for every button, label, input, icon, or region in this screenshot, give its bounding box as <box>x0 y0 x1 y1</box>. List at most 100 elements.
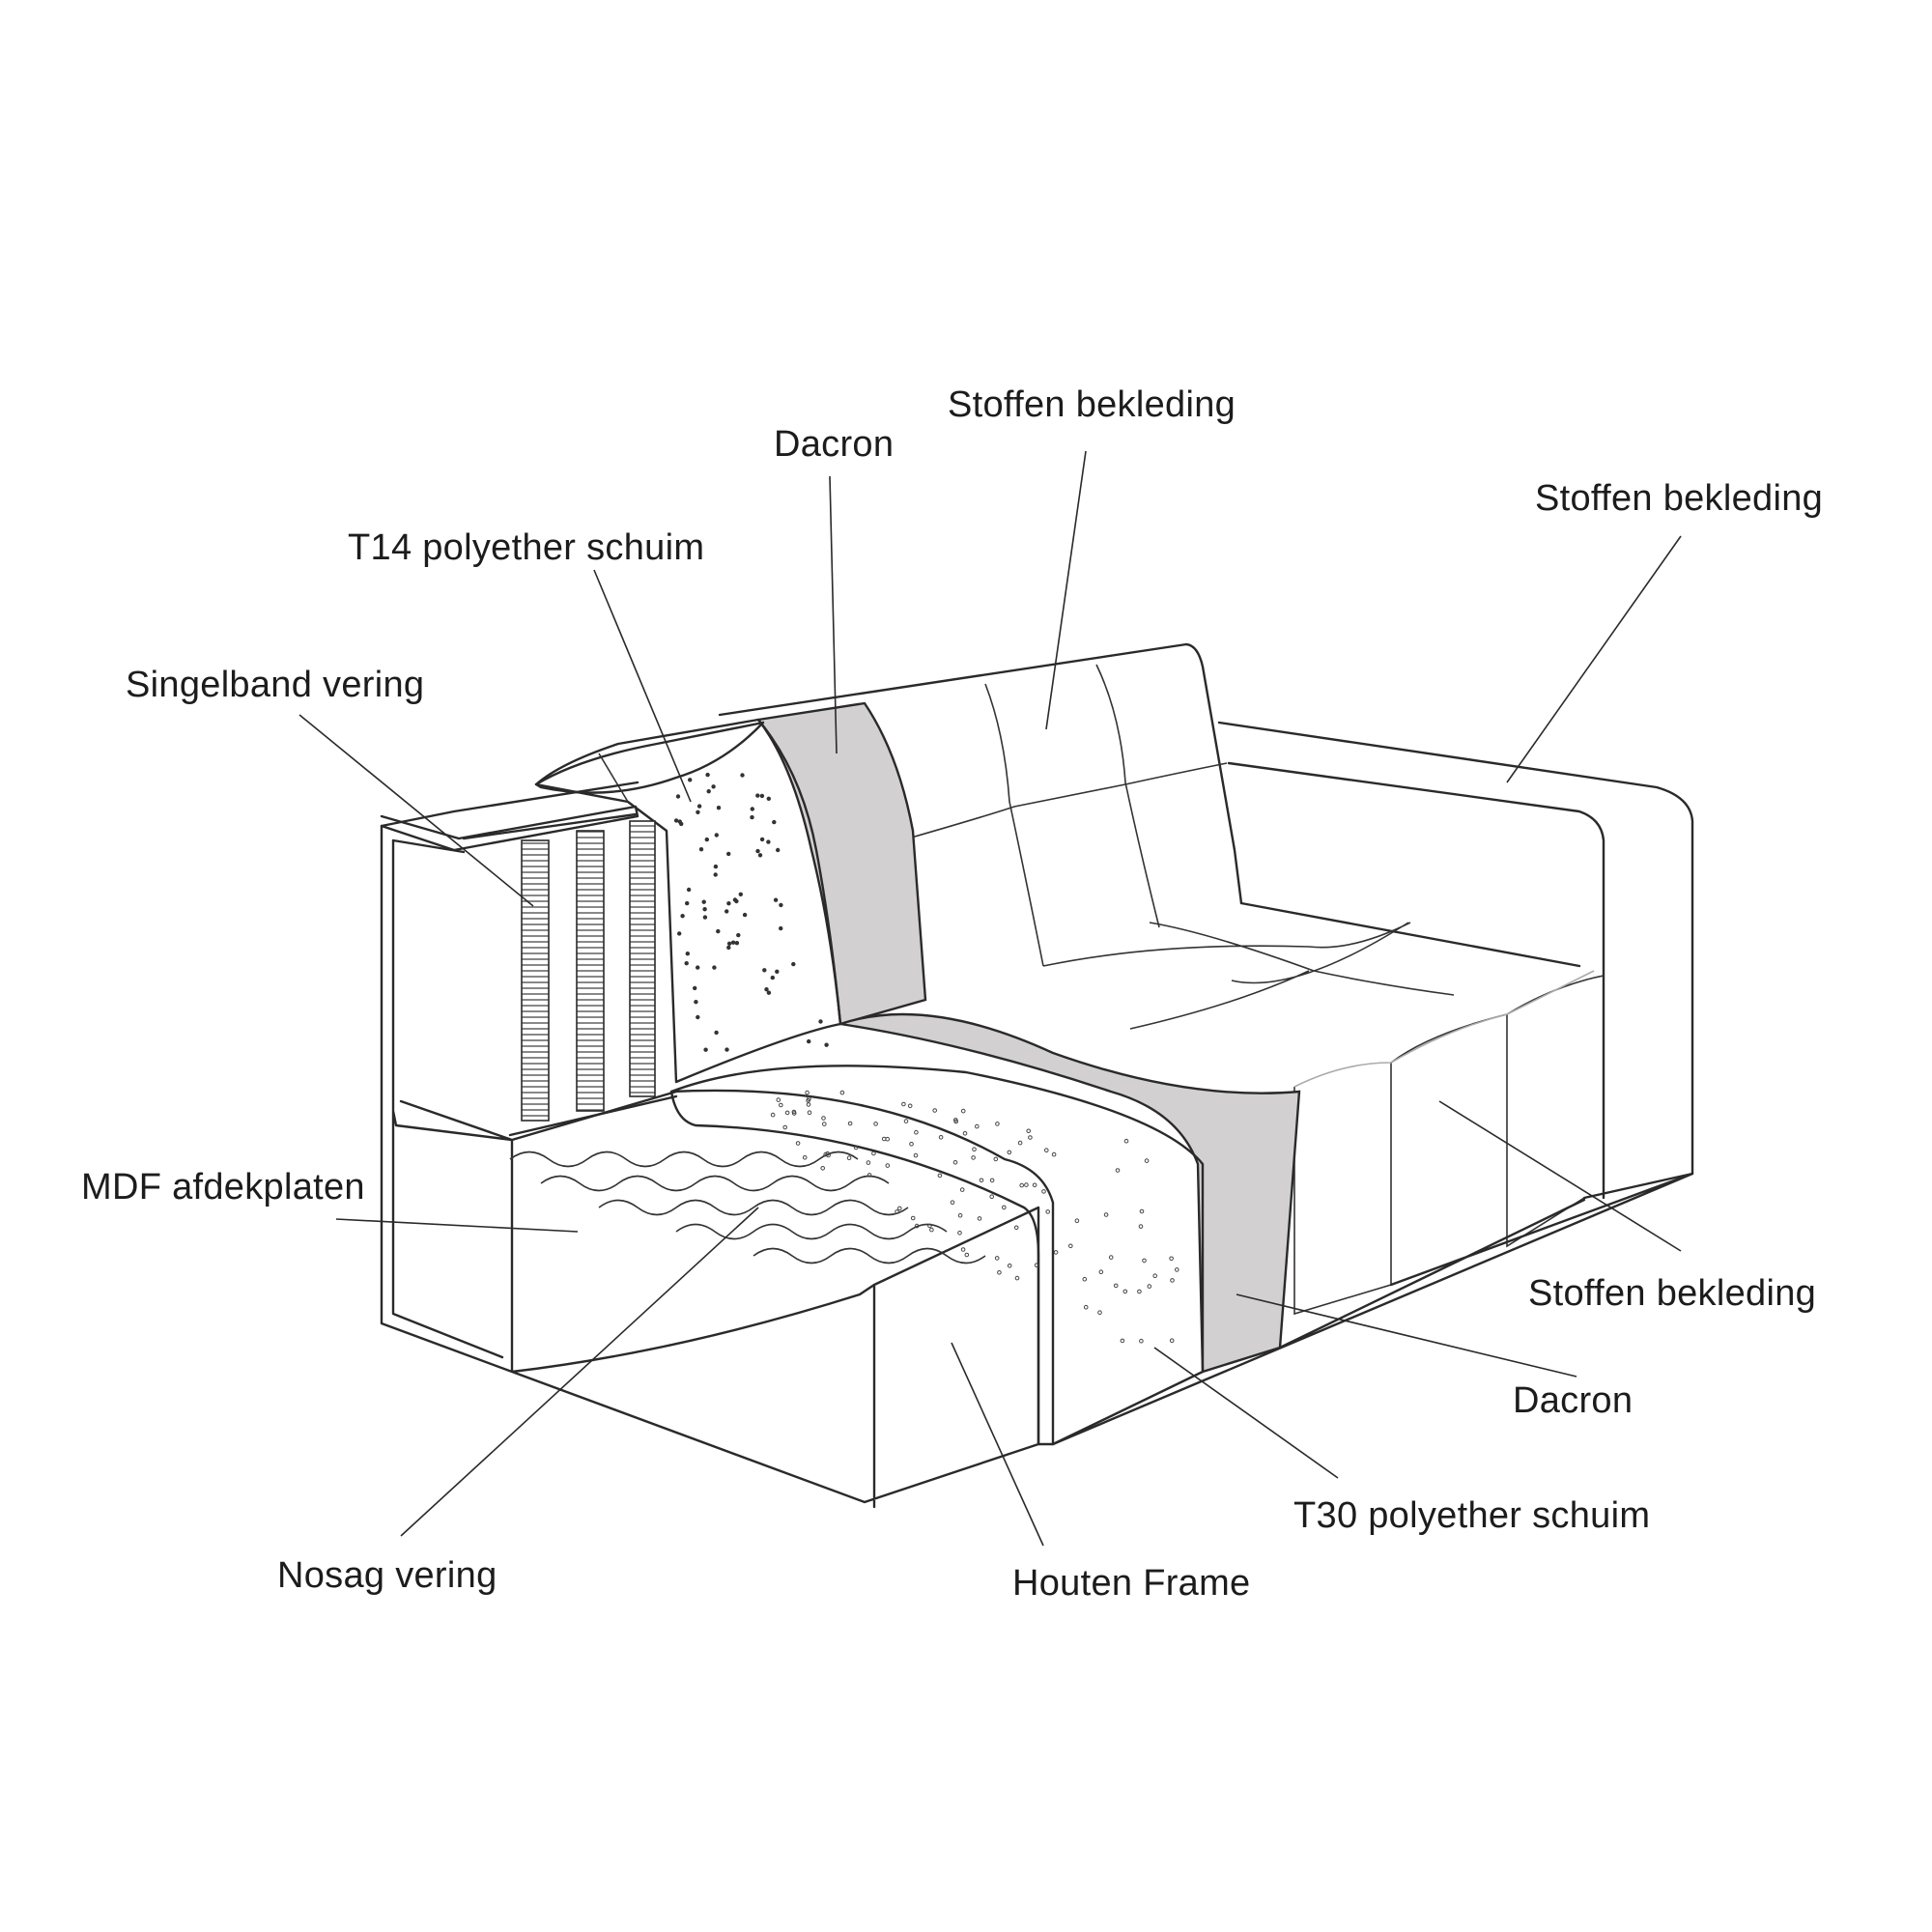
foam-dot <box>1028 1135 1033 1140</box>
foam-dot <box>779 925 783 931</box>
foam-dot <box>873 1122 878 1126</box>
foam-dot <box>702 915 708 920</box>
foam-dot <box>677 931 682 936</box>
foam-dot <box>821 1116 826 1121</box>
singelband-strap-1 <box>521 839 550 1122</box>
foam-dot <box>1123 1138 1129 1144</box>
foam-dot <box>975 1123 980 1129</box>
foam-dot <box>724 909 729 914</box>
foam-dot <box>714 833 719 838</box>
foam-dot <box>885 1163 891 1168</box>
foam-dot <box>782 1124 788 1130</box>
foam-dot <box>1053 1250 1059 1255</box>
foam-dot <box>989 1178 995 1183</box>
foam-dot <box>764 986 769 992</box>
foam-dot <box>724 1047 729 1052</box>
foam-dot <box>907 1103 913 1109</box>
foam-dot <box>1045 1209 1050 1214</box>
foam-dot <box>688 778 693 782</box>
foam-dot <box>1120 1338 1125 1344</box>
foam-dot <box>1139 1338 1144 1344</box>
seat-highlight <box>1293 970 1595 1088</box>
seat-cushion-seams <box>1042 922 1455 1030</box>
label-singelband-vering: Singelband vering <box>126 665 425 705</box>
foam-dot <box>1026 1128 1031 1134</box>
foam-dot <box>766 839 771 844</box>
label-stoffen-bekleding-right-top: Stoffen bekleding <box>1535 478 1824 519</box>
foam-dot <box>750 814 754 820</box>
t30-foam-seat <box>669 1065 1205 1446</box>
foam-dot <box>713 872 718 877</box>
foam-dot <box>726 851 731 857</box>
foam-dot <box>910 1215 916 1221</box>
foam-dot <box>802 1155 808 1160</box>
label-stoffen-bekleding-top: Stoffen bekleding <box>948 384 1236 425</box>
foam-dot <box>704 837 709 842</box>
foam-dot <box>713 864 719 869</box>
foam-dot <box>1137 1289 1142 1294</box>
foam-dot <box>853 1145 859 1151</box>
foam-dot <box>927 1223 932 1229</box>
foam-dot <box>1017 1140 1023 1146</box>
foam-dot <box>950 1200 955 1205</box>
foam-dot <box>903 1119 909 1123</box>
foam-dot <box>726 901 731 906</box>
foam-dot <box>693 985 697 991</box>
foam-dot <box>675 794 681 799</box>
foam-dot <box>698 847 704 852</box>
foam-dot <box>711 784 716 789</box>
foam-dot <box>1074 1218 1080 1223</box>
foam-dot <box>994 1256 1000 1261</box>
foam-dot <box>807 1096 811 1101</box>
foam-dot <box>1122 1289 1128 1294</box>
foam-dot <box>738 892 743 896</box>
foam-dot <box>1014 1275 1020 1281</box>
label-houten-frame: Houten Frame <box>1012 1563 1251 1604</box>
foam-dot <box>766 796 771 801</box>
foam-dot <box>742 912 748 918</box>
foam-dot <box>914 1129 919 1135</box>
foam-dot <box>696 1014 700 1020</box>
leader-lines <box>298 450 1682 1547</box>
foam-dot <box>696 810 700 814</box>
nosag-springs <box>509 1151 986 1264</box>
foam-dot <box>820 1166 826 1171</box>
foam-dot <box>779 902 783 908</box>
label-mdf-afdekplaten: MDF afdekplaten <box>81 1167 365 1208</box>
label-dacron-top: Dacron <box>774 424 895 465</box>
foam-dot <box>770 1112 776 1118</box>
foam-dot <box>685 952 690 956</box>
foam-dot <box>703 1047 708 1052</box>
foam-dot <box>989 1194 994 1199</box>
label-stoffen-bekleding-right-bottom: Stoffen bekleding <box>1528 1273 1817 1314</box>
foam-dot <box>937 1173 943 1179</box>
foam-dot <box>677 819 682 824</box>
foam-dot <box>932 1108 938 1113</box>
foam-dot <box>1103 1212 1109 1217</box>
seat-curve <box>669 1090 1055 1446</box>
foam-dot <box>716 928 721 934</box>
foam-dot <box>684 961 689 966</box>
foam-dot <box>716 806 722 810</box>
foam-dot <box>979 1178 984 1183</box>
foam-dot <box>686 887 692 893</box>
foam-dot <box>1108 1255 1114 1260</box>
foam-dot <box>824 1042 829 1047</box>
foam-dot <box>960 1247 966 1252</box>
foam-dot <box>784 1110 790 1116</box>
foam-dot <box>962 1131 968 1136</box>
foam-dot <box>1044 1148 1049 1152</box>
foam-dot <box>759 793 765 799</box>
foam-dot <box>696 965 700 970</box>
foam-dot <box>818 1019 823 1024</box>
foam-dot <box>1002 1205 1007 1210</box>
singelband-strap-2 <box>576 830 605 1112</box>
foam-dot <box>953 1119 959 1124</box>
foam-dot <box>702 907 707 912</box>
foam-dot <box>995 1122 1000 1126</box>
foam-dot <box>779 1102 783 1108</box>
foam-dot <box>885 1136 891 1142</box>
foam-dot <box>736 932 741 938</box>
foam-dot <box>1034 1263 1039 1267</box>
foam-dot <box>1041 1189 1046 1194</box>
